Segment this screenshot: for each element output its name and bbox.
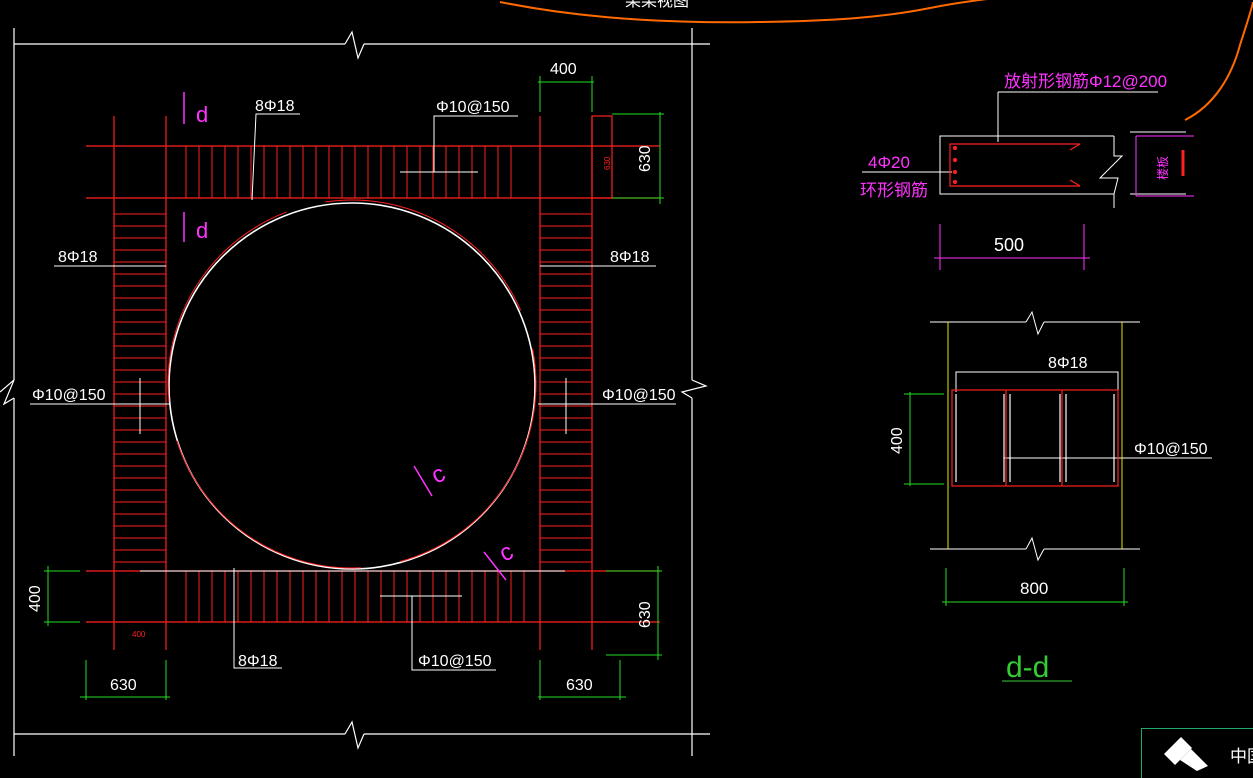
leader-lines: [30, 113, 676, 671]
dim-bottom-left-width: 630: [110, 677, 137, 694]
label-section-main-bar: 8Φ18: [1048, 355, 1088, 372]
dimension-lines: [44, 76, 664, 700]
label-ring-bar-count: 4Φ20: [868, 153, 910, 172]
beam-rebar: [86, 115, 660, 650]
label-section-stirrup: Φ10@150: [1134, 441, 1208, 458]
dim-bottom-right-height: 630: [637, 601, 654, 628]
dim-bottom-left-height: 400: [27, 585, 44, 612]
dim-bottom-right-width: 630: [566, 677, 593, 694]
section-mark-d-upper: d: [196, 102, 208, 127]
dim-top-beam-depth-small: 630: [603, 156, 612, 170]
dim-top-beam-height: 630: [637, 145, 654, 172]
section-mark-c-upper: c: [427, 460, 449, 490]
watermark-badge: 中国: [1141, 728, 1253, 778]
revision-cloud: [499, 0, 1253, 121]
dim-section-width: 800: [1020, 579, 1048, 598]
label-left-main-bar: 8Φ18: [58, 249, 98, 266]
dim-bottom-small: 400: [132, 630, 146, 639]
dim-top-beam-width: 400: [550, 61, 577, 78]
dim-section-height: 400: [889, 427, 906, 454]
section-title: d-d: [1006, 651, 1049, 684]
circular-opening: [168, 202, 536, 570]
section-d-d: [904, 310, 1212, 682]
label-bottom-main-bar: 8Φ18: [238, 653, 278, 670]
label-top-main-bar: 8Φ18: [255, 98, 295, 115]
label-ring-bar-name: 环形钢筋: [860, 181, 928, 200]
circular-opening-edge: [167, 199, 537, 569]
section-mark-c-lower: c: [495, 538, 517, 568]
watermark-logo-icon: [1164, 737, 1208, 771]
plan-frame: [0, 28, 710, 756]
stirrup-lines: [114, 146, 592, 622]
watermark-text: 中国: [1230, 747, 1253, 767]
top-cut-text: 某某视图: [625, 0, 689, 10]
label-slab-edge: 楼板: [1155, 156, 1170, 180]
label-left-stirrup: Φ10@150: [32, 387, 106, 404]
label-right-stirrup: Φ10@150: [602, 387, 676, 404]
section-line-c-upper: [413, 465, 433, 497]
label-radial-bar: 放射形钢筋Φ12@200: [1004, 72, 1167, 91]
section-mark-d-lower: d: [196, 218, 208, 243]
label-top-stirrup: Φ10@150: [436, 99, 510, 116]
label-bottom-stirrup: Φ10@150: [418, 653, 492, 670]
section-line-c-lower: [483, 551, 507, 581]
label-right-main-bar: 8Φ18: [610, 249, 650, 266]
dim-ring-width: 500: [994, 235, 1024, 255]
ring-beam-detail: [862, 91, 1194, 270]
